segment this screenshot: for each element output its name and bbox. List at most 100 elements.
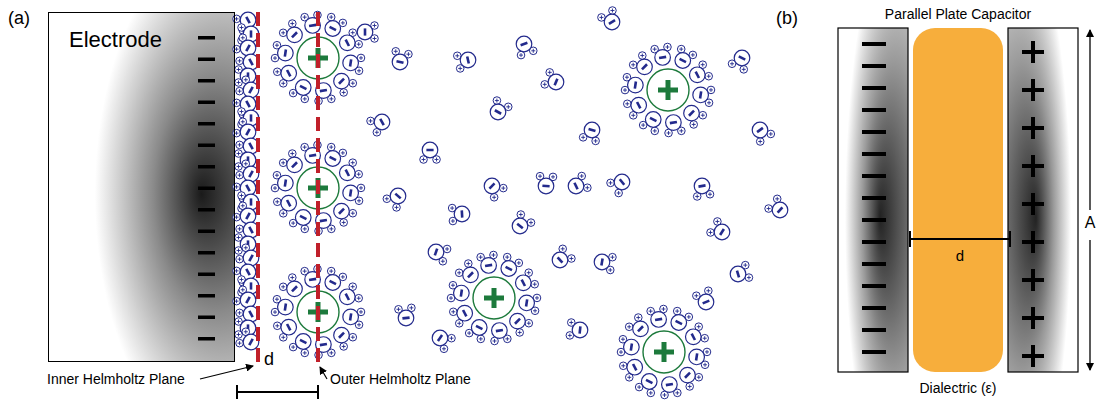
hydrogen-charge xyxy=(561,247,565,251)
oxygen-atom xyxy=(519,295,535,311)
hydrogen-charge xyxy=(627,375,631,379)
hydrogen-atom xyxy=(629,61,637,69)
hydrogen-charge xyxy=(303,145,307,149)
oxygen-atom xyxy=(624,339,640,355)
hydrogen-atom xyxy=(639,52,647,60)
hydrogen-atom xyxy=(705,72,713,80)
oxygen-charge xyxy=(350,59,351,66)
oxygen-charge xyxy=(646,380,652,383)
hydrogen-charge xyxy=(395,205,399,209)
hydrogen-charge xyxy=(435,157,439,161)
hydrogen-atom xyxy=(349,79,357,87)
hydrogen-charge xyxy=(375,130,379,134)
oxygen-charge xyxy=(339,209,344,214)
oxygen-charge xyxy=(435,249,437,256)
hydrogen-atom xyxy=(236,255,244,263)
oxygen-atom xyxy=(463,267,479,283)
positive-charge xyxy=(1031,231,1035,253)
oxygen-atom xyxy=(325,275,341,291)
oxygen-charge xyxy=(309,25,316,26)
oxygen-atom xyxy=(422,142,438,158)
height-arrow xyxy=(1089,30,1090,210)
oxygen-charge xyxy=(461,290,462,297)
negative-charge xyxy=(198,122,215,126)
electrode-box: Electrode xyxy=(48,12,235,362)
oxygen-charge xyxy=(700,91,701,98)
hydrogen-charge xyxy=(351,335,355,339)
hydrogen-atom xyxy=(327,143,335,151)
oxygen-charge xyxy=(578,326,581,333)
hydrogen-charge xyxy=(341,21,345,25)
hydrogen-charge xyxy=(691,53,695,57)
oxygen-charge xyxy=(246,213,249,219)
hydrogen-charge xyxy=(241,204,245,208)
hydrogen-charge xyxy=(661,307,665,311)
oxygen-atom xyxy=(390,188,406,204)
oxygen-atom xyxy=(662,377,678,393)
oxygen-charge xyxy=(250,282,253,289)
oxygen-charge xyxy=(330,27,336,30)
positive-charge xyxy=(1031,269,1035,291)
hydrogen-atom xyxy=(623,100,631,108)
hydrogen-atom xyxy=(273,198,281,206)
hydrogen-charge xyxy=(290,152,294,156)
hydrogen-atom xyxy=(503,253,511,261)
hydrogen-charge xyxy=(329,97,333,101)
hydrogen-charge xyxy=(599,15,603,19)
oxygen-charge xyxy=(249,311,252,317)
oxygen-atom xyxy=(538,178,554,194)
cation xyxy=(647,69,689,111)
inner-plane-line xyxy=(256,12,260,362)
hydrogen-atom xyxy=(301,225,309,233)
hydrogen-charge xyxy=(235,101,239,105)
hydrogen-atom xyxy=(233,213,241,221)
oxygen-charge xyxy=(485,265,492,266)
hydrogen-atom xyxy=(273,322,281,330)
hydrogen-charge xyxy=(706,289,710,293)
panel-letter: (b) xyxy=(776,8,798,29)
hydrogen-atom xyxy=(279,159,287,167)
oxygen-atom xyxy=(343,185,359,201)
hydrogen-charge xyxy=(527,271,531,275)
hydrogen-charge xyxy=(291,345,295,349)
oxygen-atom xyxy=(374,114,390,130)
oxygen-charge xyxy=(292,32,297,37)
hydrogen-charge xyxy=(715,219,719,223)
oxygen-charge xyxy=(489,183,494,188)
negative-charge xyxy=(198,58,215,62)
oxygen-charge xyxy=(287,200,290,206)
hydrogen-atom xyxy=(500,184,508,192)
hydrogen-charge xyxy=(636,316,640,320)
hydrogen-charge xyxy=(625,75,629,79)
hydrogen-charge xyxy=(767,207,771,211)
hydrogen-atom xyxy=(443,245,451,253)
oxygen-atom xyxy=(666,115,682,131)
negative-charge xyxy=(198,230,215,234)
oxygen-atom xyxy=(655,50,671,66)
oxygen-atom xyxy=(334,73,350,89)
oxygen-atom xyxy=(604,14,620,30)
negative-charge xyxy=(862,152,886,156)
hydrogen-charge xyxy=(653,47,657,51)
hydrogen-charge xyxy=(568,333,572,337)
oxygen-charge xyxy=(685,373,690,378)
hydrogen-charge xyxy=(505,255,509,259)
cation-charge xyxy=(658,80,678,100)
oxygen-charge xyxy=(542,185,549,188)
oxygen-charge xyxy=(680,59,686,62)
hydrogen-charge xyxy=(238,173,242,177)
hydrogen-charge xyxy=(237,248,241,252)
hydrogen-charge xyxy=(708,192,712,196)
oxygen-charge xyxy=(642,64,647,69)
distance-bracket xyxy=(237,385,318,399)
oxygen-charge xyxy=(250,30,253,37)
oxygen-charge xyxy=(249,339,252,345)
hydrogen-atom xyxy=(647,389,655,397)
negative-charge xyxy=(862,284,886,288)
hydrogen-charge xyxy=(580,174,584,178)
negative-charge xyxy=(198,294,215,298)
hydrogen-atom xyxy=(756,138,764,146)
oxygen-atom xyxy=(512,218,528,234)
hydrogen-charge xyxy=(244,330,248,334)
hydrogen-charge xyxy=(709,230,713,234)
